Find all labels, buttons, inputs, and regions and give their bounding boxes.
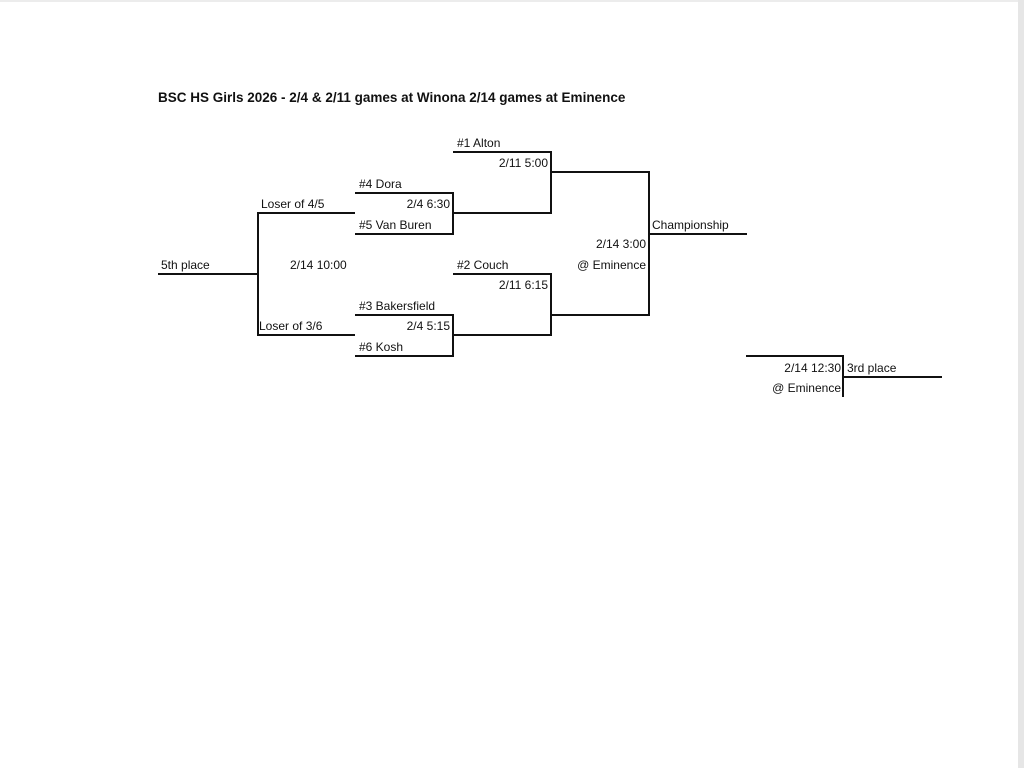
game-a-time: 2/4 6:30: [406, 197, 450, 211]
third-place-location: @ Eminence: [772, 381, 841, 395]
fifth-bottom-slot-label: Loser of 3/6: [259, 319, 323, 333]
game-b-time: 2/4 5:15: [406, 319, 450, 333]
semi-b-top-line: [453, 273, 552, 275]
fifth-place-line: [158, 273, 258, 275]
final-top-line: [551, 171, 650, 173]
semi-a-bottom-line: [453, 212, 552, 214]
game-a-top-line: [355, 192, 454, 194]
semi-a-top-line: [453, 151, 552, 153]
semi-b-bottom-line: [453, 334, 552, 336]
scan-top-edge: [0, 0, 1024, 2]
final-connector: [648, 171, 650, 315]
semi-a-team: #1 Alton: [457, 136, 501, 150]
fifth-top-slot-line: [257, 212, 355, 214]
championship-label: Championship: [652, 218, 729, 232]
third-place-line: [843, 376, 942, 378]
page-title: BSC HS Girls 2026 - 2/4 & 2/11 games at …: [158, 90, 626, 105]
game-a-bottom-line: [355, 233, 454, 235]
semi-a-time: 2/11 5:00: [498, 156, 548, 170]
fifth-bottom-slot-line: [257, 334, 355, 336]
fifth-top-slot-label: Loser of 4/5: [261, 197, 325, 211]
semi-a-connector: [550, 151, 552, 213]
semi-b-time: 2/11 6:15: [498, 278, 548, 292]
game-b-top-team: #3 Bakersfield: [359, 299, 436, 313]
final-bottom-line: [551, 314, 650, 316]
third-place-label: 3rd place: [847, 361, 897, 375]
game-a-connector: [452, 192, 454, 234]
champion-line: [649, 233, 747, 235]
third-place-time: 2/14 12:30: [784, 361, 841, 375]
game-a-bottom-team: #5 Van Buren: [359, 218, 432, 232]
game-b-bottom-line: [355, 355, 454, 357]
game-b-top-line: [355, 314, 454, 316]
game-b-connector: [452, 314, 454, 356]
fifth-place-time: 2/14 10:00: [290, 258, 347, 272]
semi-b-team: #2 Couch: [457, 258, 509, 272]
game-b-bottom-team: #6 Kosh: [359, 340, 404, 354]
final-time: 2/14 3:00: [595, 237, 646, 251]
fifth-bracket-connector: [257, 212, 259, 335]
scan-right-edge: [1018, 0, 1024, 768]
third-place-connector: [842, 355, 844, 397]
third-place-entry-line: [746, 355, 844, 357]
fifth-place-label: 5th place: [161, 258, 210, 272]
semi-b-connector: [550, 273, 552, 335]
final-location: @ Eminence: [577, 258, 646, 272]
game-a-top-team: #4 Dora: [359, 177, 402, 191]
